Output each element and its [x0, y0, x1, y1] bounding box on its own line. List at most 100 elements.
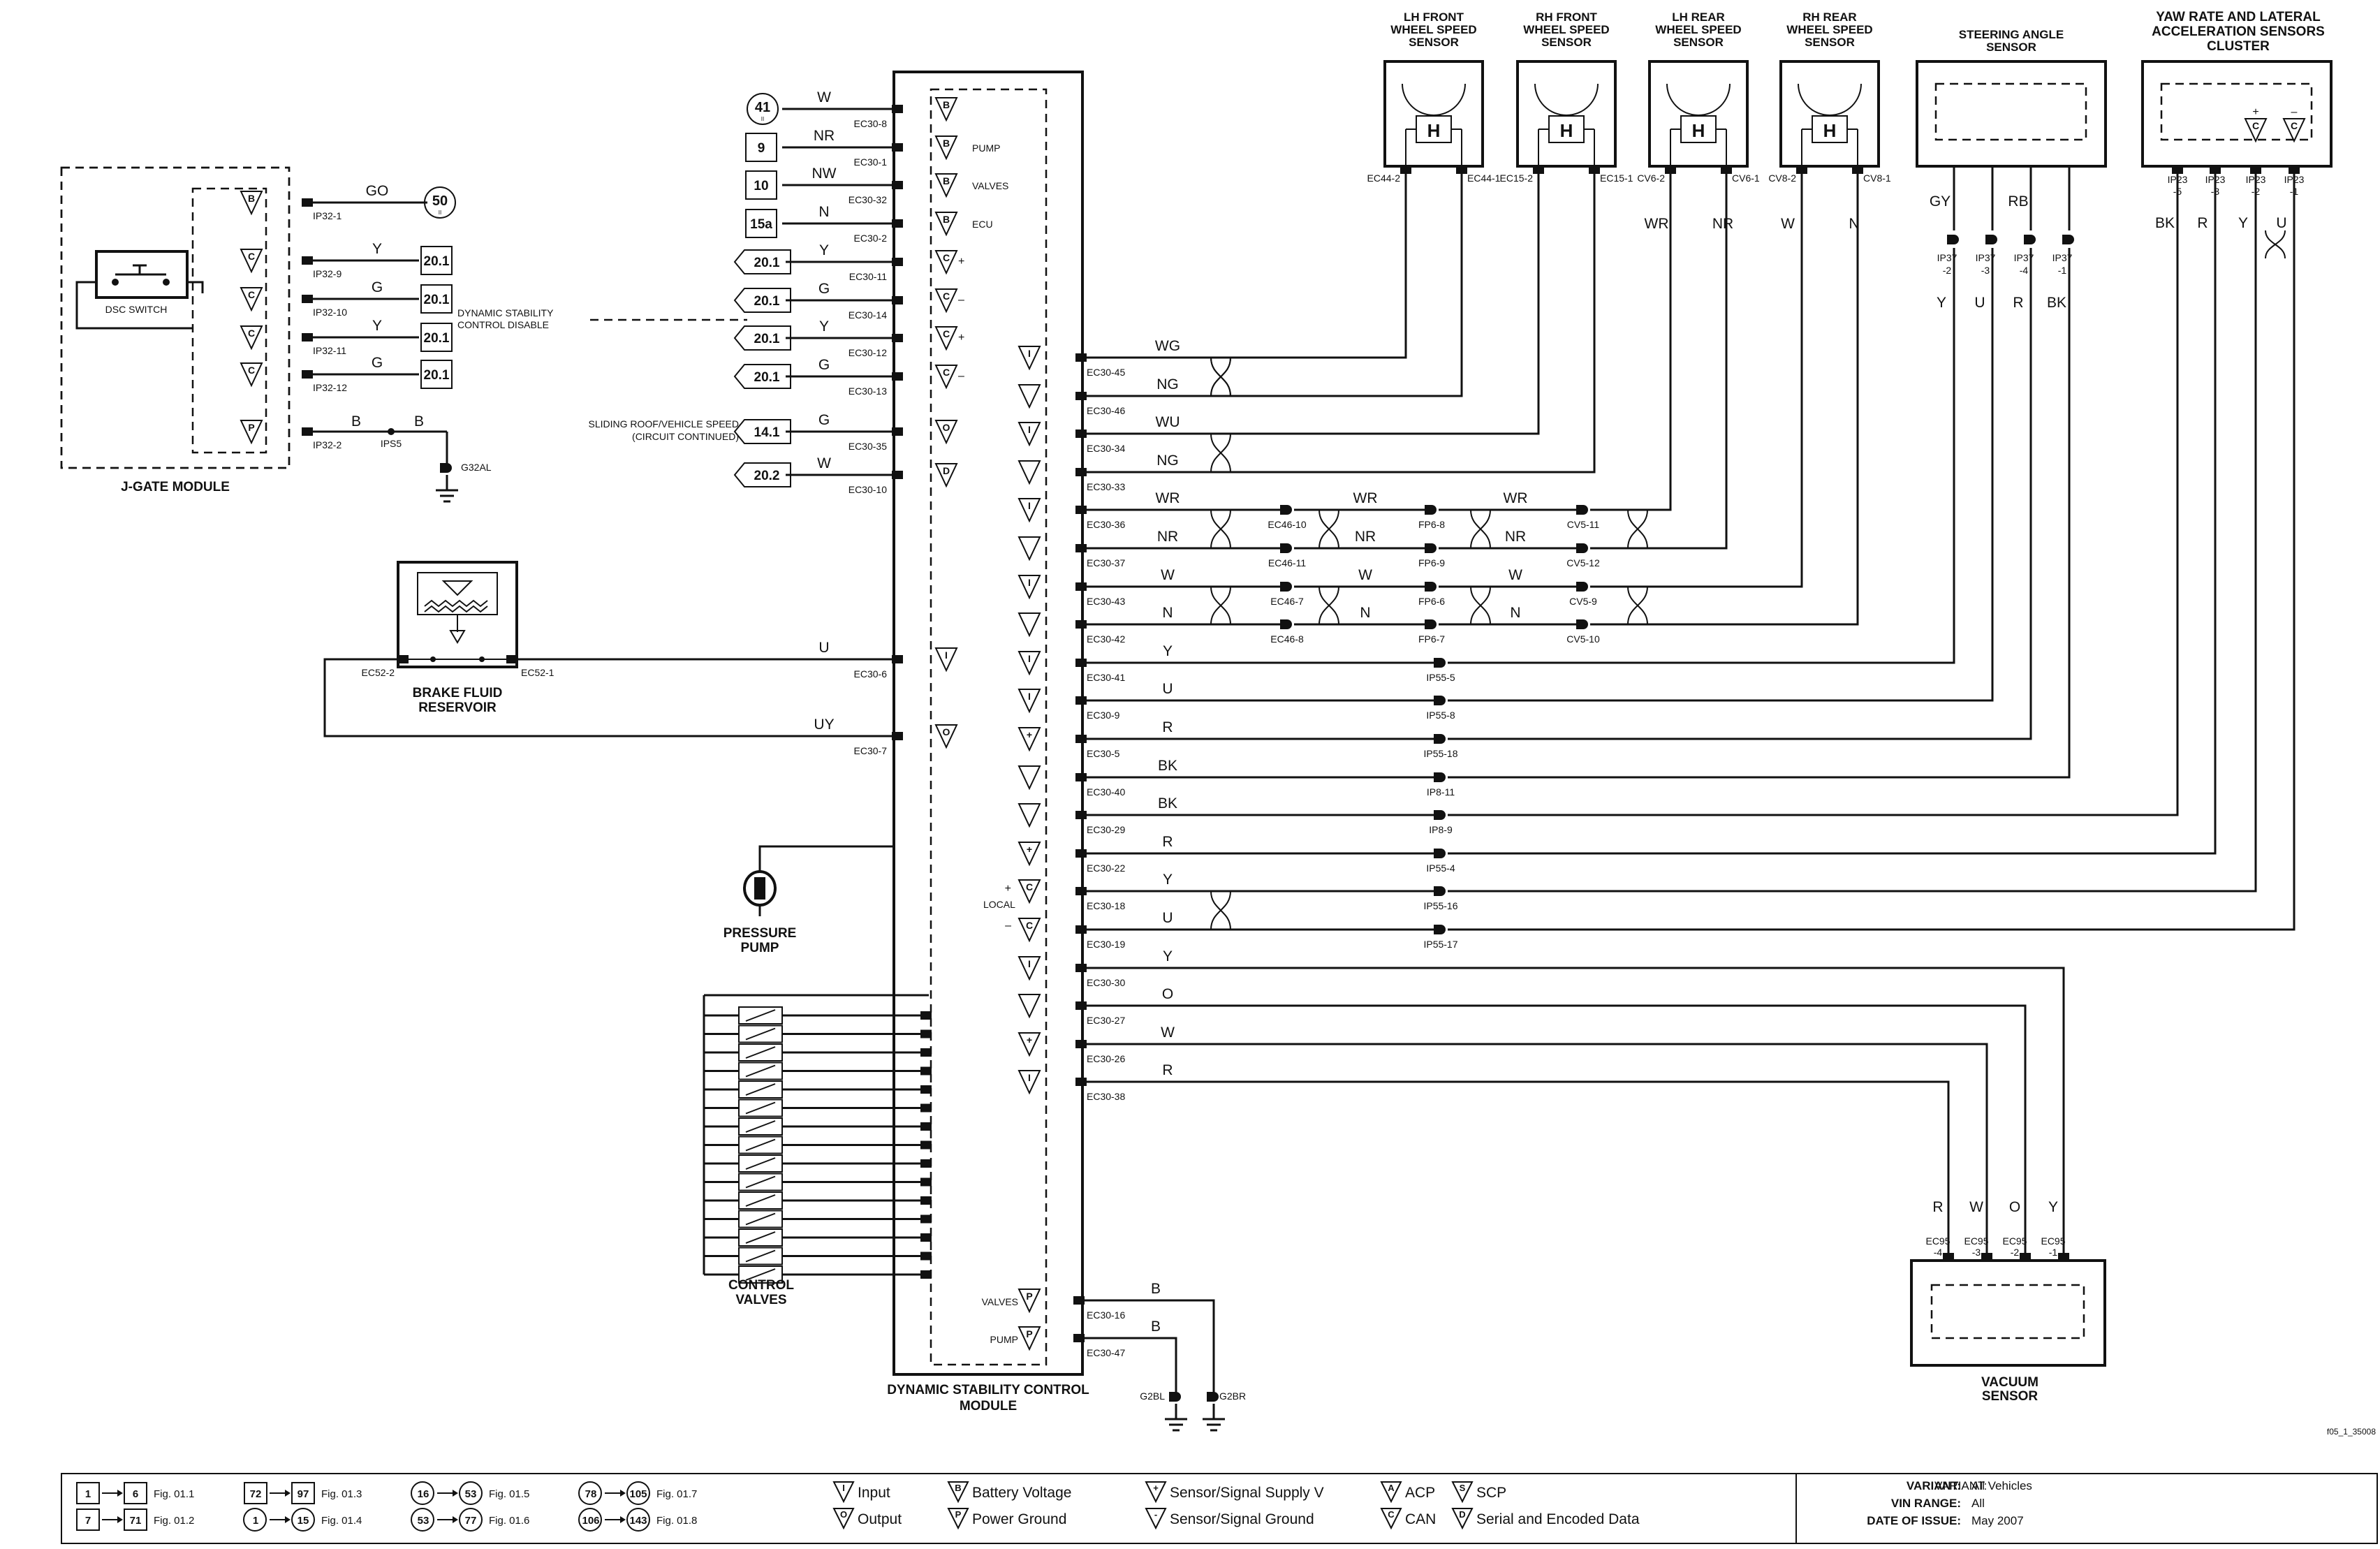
wire-color-label: R [2013, 295, 2023, 311]
ip-connector-label: IP8-11 [1427, 786, 1455, 798]
wire-color-label: R [1932, 1199, 1943, 1215]
legend-ref-end-text: 105 [629, 1488, 647, 1500]
vacuum-sensor-title: SENSOR [1982, 1389, 2039, 1404]
wire-color-label: G [372, 355, 383, 371]
yaw-sensor-inner [2160, 82, 2313, 141]
yaw-sensor-title: CLUSTER [2207, 39, 2270, 54]
yaw-sensor-title: YAW RATE AND LATERAL [2156, 10, 2321, 24]
legend-arrowhead [453, 1516, 458, 1523]
legend-symbol [1451, 1508, 1474, 1530]
dsc-left-pin-symbol-letter: B [943, 138, 950, 149]
legend-ref-start [243, 1508, 267, 1532]
wire-color-label: B [1151, 1281, 1161, 1297]
dsc-right-pin-symbol-letter: + [1027, 844, 1032, 855]
wire-color-label: W [1781, 216, 1795, 232]
ground-label: G2BR [1219, 1390, 1246, 1402]
dsc-right-pin-symbol [1018, 956, 1041, 981]
j-gate-pin-symbol [240, 325, 263, 351]
dsc-right-pin-symbol [1018, 1032, 1041, 1057]
inline-connector-label: CV5-9 [1569, 596, 1597, 607]
dsc-right-pin-symbol [1018, 994, 1041, 1019]
float-arrow [449, 630, 466, 644]
yaw-can-symbol [2244, 118, 2268, 143]
legend-ref-start [411, 1481, 434, 1505]
twisted-pair-symbol [1210, 433, 1231, 473]
dsc-right-pin-symbol-letter: C [1026, 920, 1033, 931]
sliding-roof-note: (CIRCUIT CONTINUED) [632, 431, 739, 442]
valve-slash [745, 1083, 776, 1096]
dsc-right-pin-symbol [1018, 651, 1041, 676]
twisted-pair-symbol [1470, 509, 1491, 549]
dsc-right-connector-label: EC30-33 [1087, 481, 1125, 492]
yaw-sensor-wire [1448, 170, 2217, 855]
steering-sensor-title: SENSOR [1986, 41, 2036, 54]
ref-circle-50-text: 50 [432, 193, 448, 209]
twisted-pair-symbol [1627, 586, 1648, 625]
legend-date: May 2007 [1971, 1514, 2024, 1527]
wire-color-label: O [1162, 986, 1173, 1002]
dsc-left-pin-symbol-letter: B [943, 214, 950, 225]
wire-color-label: G [818, 357, 830, 373]
legend-symbol [1145, 1508, 1167, 1530]
dsc-left-connector-label: EC30-10 [849, 484, 887, 495]
polarity-mark: + [958, 332, 964, 344]
legend-symbol-letter: + [1153, 1483, 1159, 1493]
steering-connector [1985, 235, 1997, 244]
legend-ref-end [626, 1481, 650, 1505]
ip-connector-label: IP55-17 [1423, 939, 1457, 950]
dsc-ground-pin-symbol-letter: P [1026, 1291, 1032, 1302]
j-gate-pin-symbol-letter: P [248, 422, 254, 433]
legend-symbol [1380, 1508, 1402, 1530]
wire-color-label: GO [366, 183, 389, 199]
dsc-right-pin-symbol-letter: + [1027, 729, 1032, 740]
valve-terminal [920, 1196, 932, 1205]
dsc-left-pin-symbol [934, 173, 958, 198]
ref-box-20.1 [420, 360, 453, 389]
wire-color-label: U [1162, 910, 1173, 926]
polarity-mark: + [1005, 883, 1011, 895]
dsc-disable-note: DYNAMIC STABILITY [457, 307, 554, 318]
dsc-left-pin-symbol-letter: C [943, 291, 950, 302]
wire-color-label: N [1510, 605, 1520, 621]
vacuum-connector-num: -4 [1934, 1247, 1943, 1258]
legend-ref-start [76, 1508, 100, 1531]
valve-terminal [920, 1177, 932, 1187]
dsc-left-connector-label: EC30-12 [849, 347, 887, 358]
vacuum-sensor [1910, 1259, 2106, 1367]
j-gate-module-outline [60, 166, 291, 469]
reservoir-right-connector: EC52-1 [521, 667, 554, 678]
dsc-right-connector-label: EC30-41 [1087, 672, 1125, 683]
dsc-right-pin-symbol [1018, 765, 1041, 791]
dsc-left-pin-symbol-letter: C [943, 367, 950, 378]
sensor-connector-label: CV8-1 [1863, 172, 1891, 184]
valve-slash [745, 1138, 776, 1152]
vacuum-sensor-title: VACUUM [1981, 1375, 2039, 1390]
legend-symbol [1451, 1481, 1474, 1504]
ref-box-20.1-text: 20.1 [754, 294, 780, 309]
dsc-left-pin-symbol [934, 326, 958, 351]
wire-color-label: Y [819, 242, 829, 258]
dsc-right-connector-label: EC30-36 [1087, 519, 1125, 530]
dsc-module-title: DYNAMIC STABILITY CONTROL [887, 1383, 1089, 1397]
vacuum-sensor-wire [1081, 967, 2065, 1254]
reservoir-left-connector: EC52-2 [362, 667, 395, 678]
legend-ref-end [124, 1508, 147, 1531]
j-gate-pin-symbol [240, 420, 263, 445]
valve-slash [745, 1101, 776, 1115]
valve-slash [745, 1157, 776, 1170]
wire-color-label: Y [819, 318, 829, 335]
wire-color-label: WG [1155, 338, 1180, 354]
rear-sensor-wire [1590, 170, 1803, 588]
dsc-right-pin-symbol-letter: I [1028, 577, 1031, 588]
dsc-right-pin-symbol-letter: I [1028, 500, 1031, 511]
ip-connector-label: IP55-8 [1426, 710, 1455, 721]
ip-connector [1434, 696, 1446, 705]
valve-terminal [920, 1251, 932, 1261]
wire-color-label: B [1151, 1319, 1161, 1335]
wire-color-label: G [818, 281, 830, 297]
ref-box-20.1-text: 20.1 [424, 331, 450, 346]
wire-color-label: NR [1157, 529, 1178, 545]
sensor-connector-label: EC44-1 [1467, 172, 1501, 184]
legend-ref-start-text: 16 [418, 1488, 429, 1500]
